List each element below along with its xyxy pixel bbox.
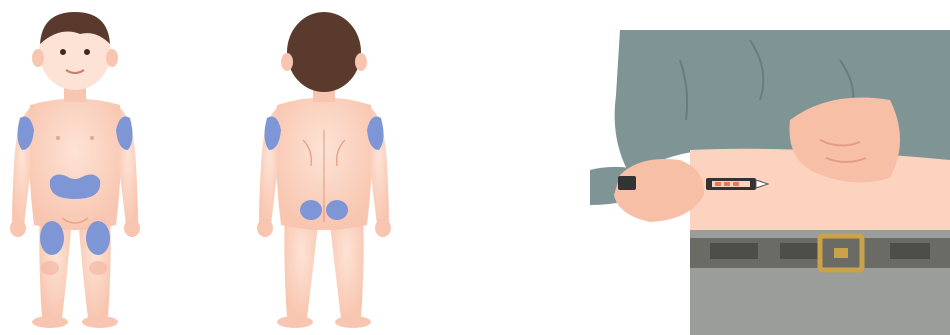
- right-hand: [375, 219, 391, 237]
- right-foot: [82, 316, 118, 328]
- child-back-view: [245, 0, 405, 335]
- left-foot: [32, 316, 68, 328]
- child-back-illustration: [245, 0, 405, 335]
- ear-right: [106, 49, 118, 67]
- child-front-view: [0, 0, 150, 335]
- child-front-illustration: [0, 0, 150, 335]
- ear-left: [281, 53, 293, 71]
- dose-mark-1: [715, 182, 721, 186]
- injection-site-buttock-left: [300, 200, 322, 220]
- eye-left: [60, 49, 66, 55]
- chest-mark-left: [56, 136, 60, 140]
- injection-pen-cap: [618, 176, 636, 190]
- left-hand: [257, 219, 273, 237]
- eye-right: [84, 49, 90, 55]
- injection-site-thigh-right: [86, 221, 110, 255]
- left-hand: [10, 219, 26, 237]
- dose-mark-2: [724, 182, 730, 186]
- injection-site-thigh-left: [40, 221, 64, 255]
- right-hand: [124, 219, 140, 237]
- belt-loop-1: [710, 243, 758, 259]
- head-hair: [287, 12, 361, 92]
- injection-scene-illustration: [590, 0, 950, 335]
- injection-site-buttock-right: [326, 200, 348, 220]
- knee-shade-right: [89, 261, 107, 275]
- chest-mark-right: [90, 136, 94, 140]
- ear-right: [355, 53, 367, 71]
- belt-loop-2: [780, 243, 820, 259]
- torso: [29, 99, 122, 231]
- left-foot: [277, 316, 313, 328]
- right-foot: [335, 316, 371, 328]
- dose-mark-3: [733, 182, 739, 186]
- knee-shade-left: [41, 261, 59, 275]
- injection-pen-scene: [590, 0, 950, 335]
- ear-left: [32, 49, 44, 67]
- belt-loop-3: [890, 243, 930, 259]
- belt-buckle-prong: [834, 248, 848, 258]
